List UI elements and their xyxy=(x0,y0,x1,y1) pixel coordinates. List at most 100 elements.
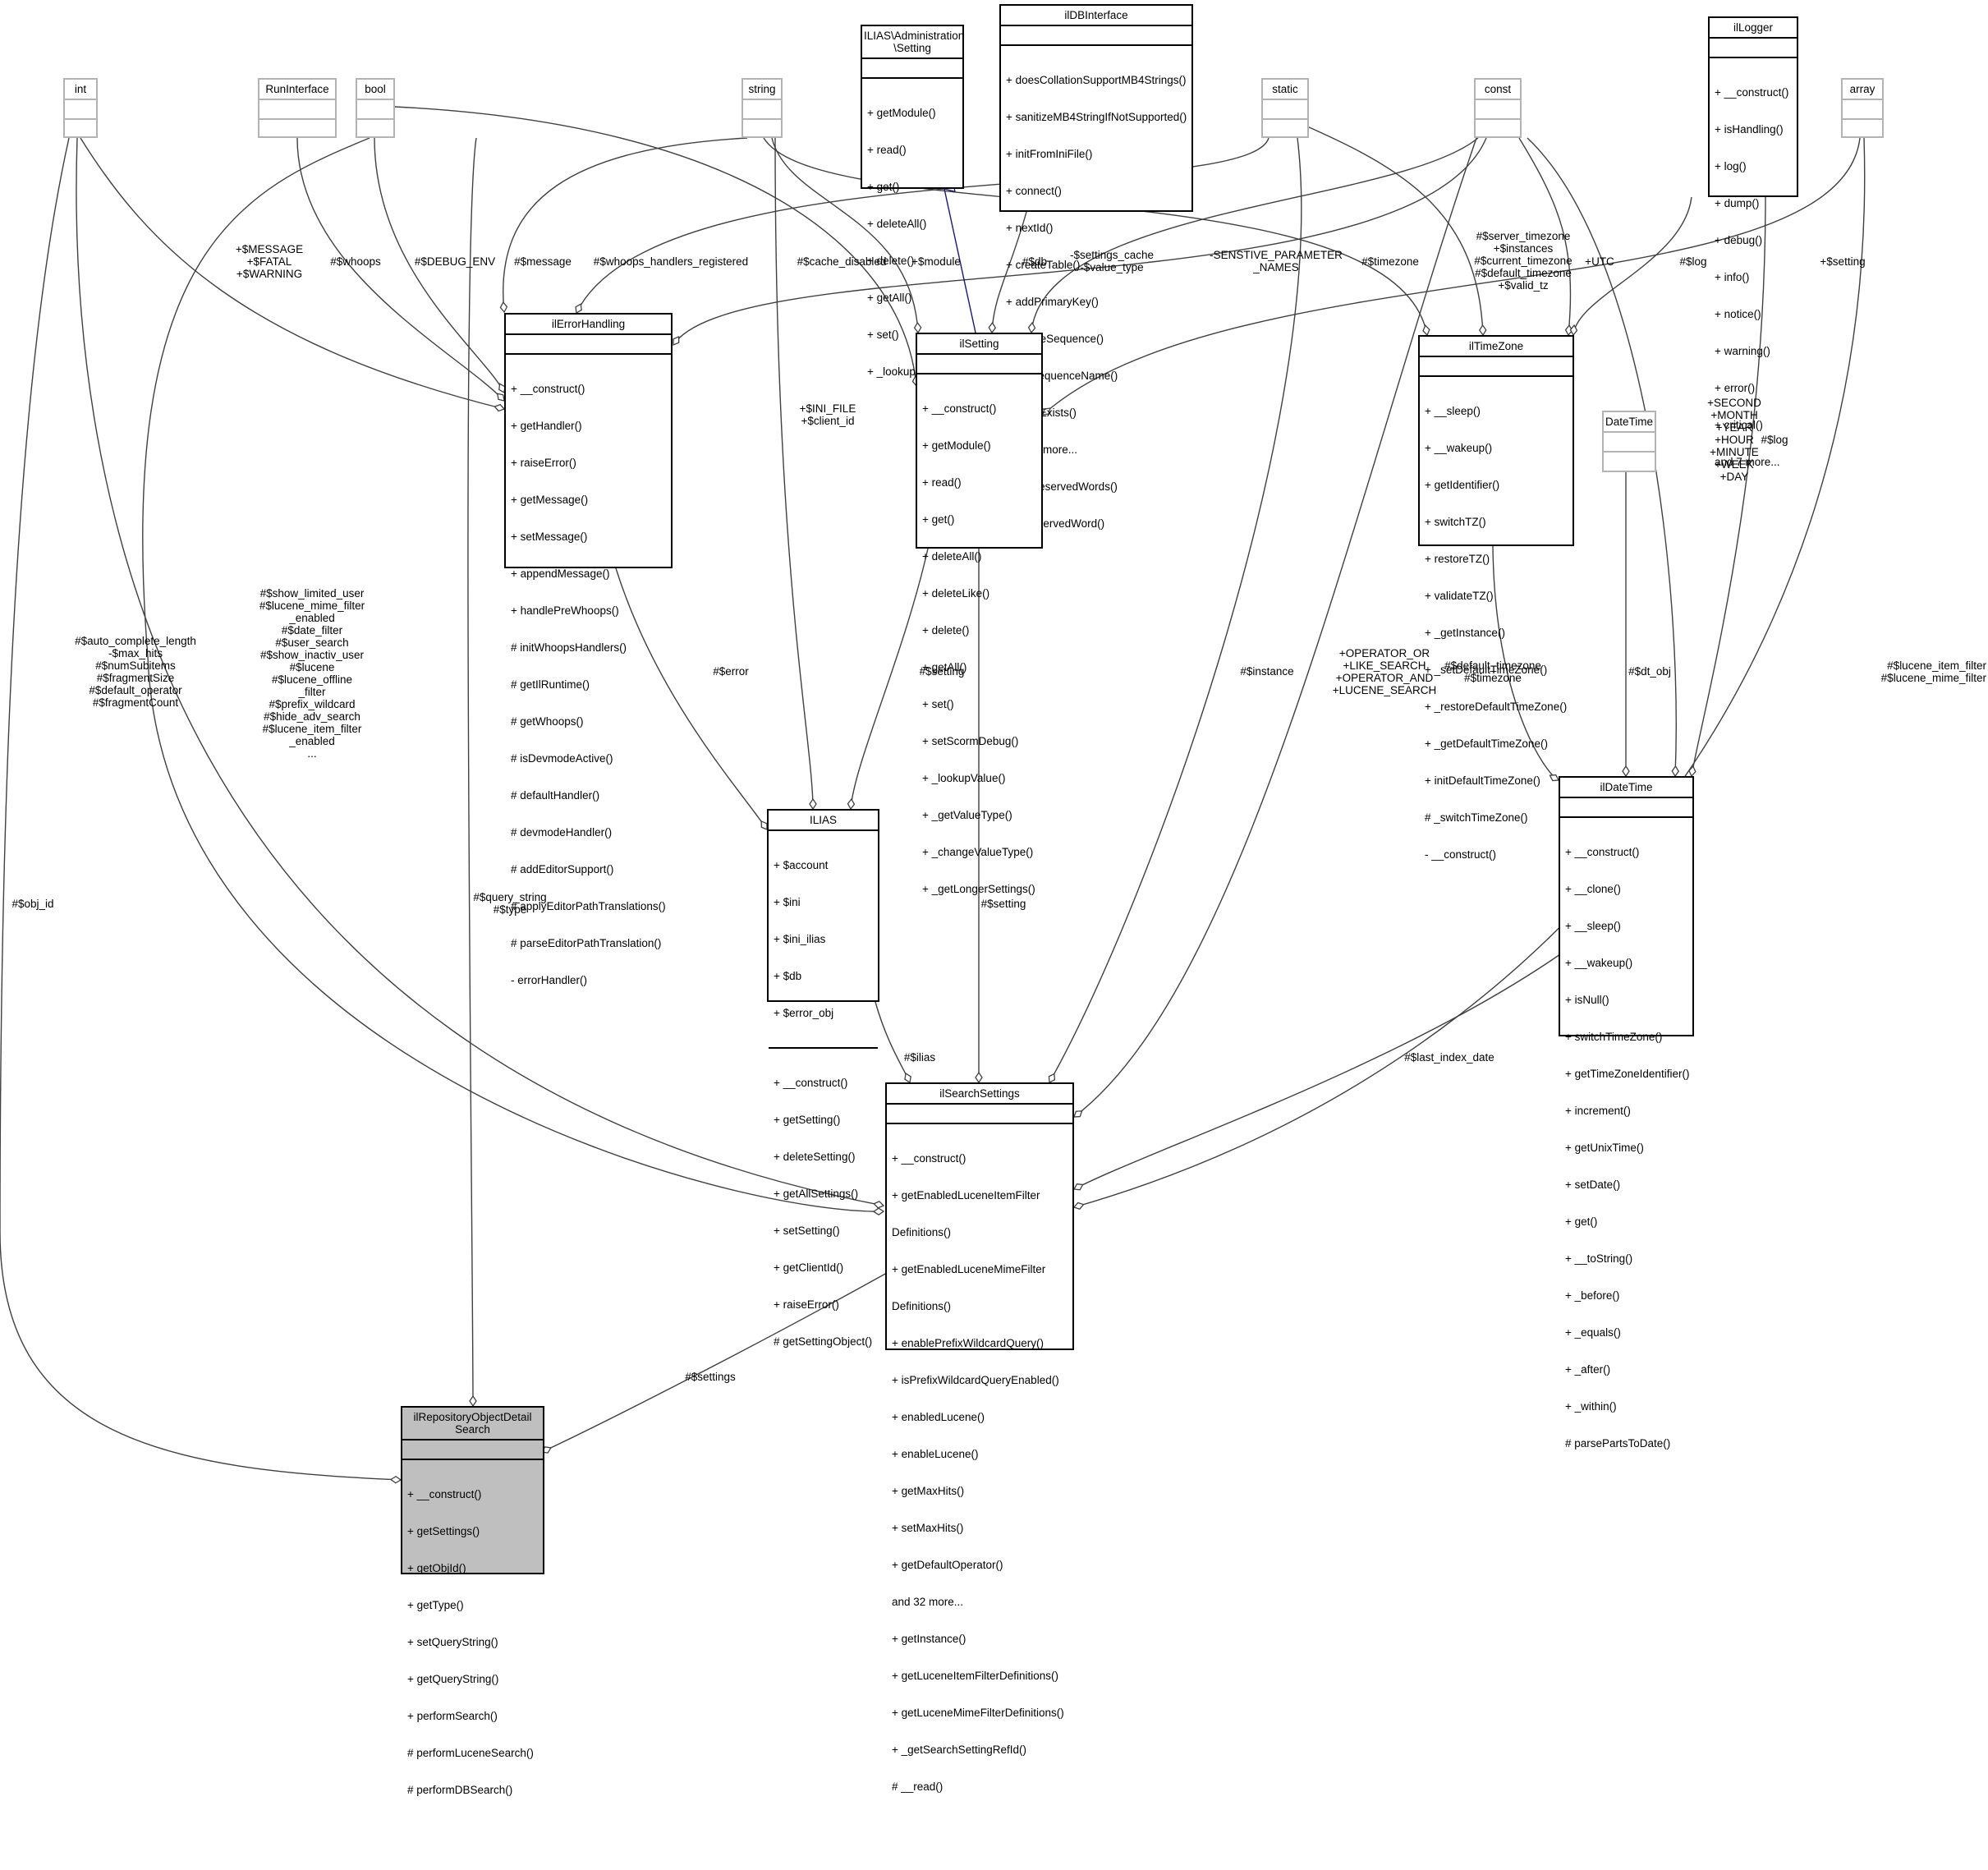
edge-setting1 xyxy=(851,548,929,809)
edge-label-instance: #$instance xyxy=(1240,665,1294,678)
method: + isNull() xyxy=(1565,994,1609,1006)
edge-label-dt-obj: #$dt_obj xyxy=(1628,665,1671,678)
edge-settings xyxy=(542,1272,888,1452)
method-section xyxy=(357,120,393,126)
method: # isDevmodeActive() xyxy=(511,752,613,765)
class-title: ILIAS\Administration \Setting xyxy=(862,26,964,59)
method: and 7 more... xyxy=(1715,456,1780,468)
method: + set() xyxy=(922,698,954,710)
class-ilerrorhandling[interactable]: ilErrorHandling + __construct() + getHan… xyxy=(504,313,673,986)
method: + __sleep() xyxy=(1425,405,1481,417)
edge-default-tz xyxy=(1492,545,1559,780)
class-ilsearchsettings[interactable]: ilSearchSettings + __construct() + getEn… xyxy=(885,1082,1074,1793)
edge-label-debug-env: #$DEBUG_ENV xyxy=(414,255,496,268)
edge-label-second: +SECOND +MONTH +YEAR +HOUR +MINUTE +WEEK… xyxy=(1707,397,1761,483)
method: + handlePreWhoops() xyxy=(511,604,619,617)
class-title: bool xyxy=(357,80,393,100)
edge-auto-complete xyxy=(76,137,884,1206)
class-iltimezone[interactable]: ilTimeZone + __sleep() + __wakeup() + ge… xyxy=(1418,335,1574,861)
attr-section xyxy=(887,1105,1072,1124)
class-ildbinterface[interactable]: ilDBInterface + doesCollationSupportMB4S… xyxy=(999,4,1193,530)
method: + setScormDebug() xyxy=(922,735,1019,747)
method: + _restoreDefaultTimeZone() xyxy=(1425,701,1568,713)
class-ilrepositoryobjectdetailsearch[interactable]: ilRepositoryObjectDetail Search + __cons… xyxy=(401,1406,544,1796)
method: + getClientId() xyxy=(774,1261,844,1274)
attr-section xyxy=(1263,100,1307,120)
class-ilias[interactable]: ILIAS + $account + $ini + $ini_ilias + $… xyxy=(767,809,879,1348)
method: + _before() xyxy=(1565,1289,1620,1302)
edge-realization xyxy=(944,189,976,333)
method: + switchTimeZone() xyxy=(1565,1031,1663,1043)
method: + delete() xyxy=(867,255,915,267)
method: + setMessage() xyxy=(511,531,588,543)
method-section: + __sleep() + __wakeup() + getIdentifier… xyxy=(1420,377,1572,889)
method: + raiseError() xyxy=(511,457,576,469)
method: + switchTZ() xyxy=(1425,516,1486,528)
class-ilias-administration-setting[interactable]: ILIAS\Administration \Setting + getModul… xyxy=(861,25,964,378)
method-section: + __construct() + getSettings() + getObj… xyxy=(402,1460,543,1824)
method: + getMaxHits() xyxy=(892,1485,965,1497)
edge-server-tz xyxy=(1280,114,1483,335)
method: + __construct() xyxy=(922,402,997,415)
class-title: int xyxy=(65,80,96,100)
class-title: ilDBInterface xyxy=(1001,6,1191,26)
method: # _switchTimeZone() xyxy=(1425,811,1528,824)
method: + createTable() xyxy=(1006,259,1081,271)
edge-message xyxy=(503,137,748,312)
method-section xyxy=(65,120,96,126)
class-const[interactable]: const xyxy=(1474,78,1522,138)
edge-label-setting2: #$setting xyxy=(980,898,1026,910)
edge-whoops xyxy=(296,137,504,401)
class-int[interactable]: int xyxy=(63,78,98,138)
edge-label-operator: +OPERATOR_OR +LIKE_SEARCH +OPERATOR_AND … xyxy=(1332,647,1437,696)
attr-section xyxy=(506,335,671,355)
method: # defaultHandler() xyxy=(511,789,600,802)
edge-label-query-string: #$query_string #$type xyxy=(473,891,547,916)
class-title: static xyxy=(1263,80,1307,100)
edge-ilias xyxy=(875,1001,910,1082)
edge-label-server-tz: #$server_timezone +$instances #$current_… xyxy=(1474,230,1572,292)
edge-db xyxy=(992,211,1027,333)
class-ilsetting[interactable]: ilSetting + __construct() + getModule() … xyxy=(916,333,1043,895)
method: + critical() xyxy=(1715,419,1763,431)
class-string[interactable]: string xyxy=(741,78,783,138)
method: + doesCollationSupportMB4Strings() xyxy=(1006,74,1187,86)
method: + _setDefaultTimeZone() xyxy=(1425,664,1548,676)
class-array[interactable]: array xyxy=(1841,78,1884,138)
method: + _within() xyxy=(1565,1400,1617,1413)
method: + getAll() xyxy=(922,661,967,673)
method: + _getDefaultTimeZone() xyxy=(1425,737,1548,750)
method: + __sleep() xyxy=(1565,920,1621,932)
method: + deleteSetting() xyxy=(774,1151,856,1163)
method-section xyxy=(259,120,335,126)
edge-label-obj-id: #$obj_id xyxy=(11,898,54,910)
class-static[interactable]: static xyxy=(1261,78,1309,138)
attr-section xyxy=(917,355,1041,374)
class-datetime[interactable]: DateTime xyxy=(1602,411,1656,472)
class-title: ILIAS xyxy=(769,811,878,831)
class-bool[interactable]: bool xyxy=(356,78,395,138)
class-ildatetime[interactable]: ilDateTime + __construct() + __clone() +… xyxy=(1559,776,1694,1450)
method-section xyxy=(743,120,781,126)
edge-label-lucene-filter: #$lucene_item_filter #$lucene_mime_filte… xyxy=(1880,659,1986,684)
edge-label-setting1: #$setting xyxy=(919,665,965,678)
edge-log2 xyxy=(1692,196,1766,776)
method: + getAllSettings() xyxy=(774,1188,859,1200)
method: + _getLongerSettings() xyxy=(922,883,1035,895)
method: + __construct() xyxy=(1715,86,1789,99)
attr-section xyxy=(1710,39,1797,58)
edge-message-fatal xyxy=(80,137,504,409)
method-section xyxy=(1476,120,1520,126)
method: + getEnabledLuceneItemFilter xyxy=(892,1189,1040,1201)
class-illogger[interactable]: ilLogger + __construct() + isHandling() … xyxy=(1708,16,1798,468)
method: + isPrefixWildcardQueryEnabled() xyxy=(892,1374,1059,1386)
method: Definitions() xyxy=(892,1300,952,1312)
method: + getSetting() xyxy=(774,1114,841,1126)
method: + get() xyxy=(922,513,955,526)
method: + set() xyxy=(867,329,899,341)
attr-section xyxy=(1001,26,1191,46)
edge-label-settings: #$settings xyxy=(685,1371,736,1383)
edge-label-message: #$message xyxy=(514,255,572,268)
class-runinterface[interactable]: RunInterface xyxy=(258,78,337,138)
method: + getObjId() xyxy=(407,1562,466,1574)
